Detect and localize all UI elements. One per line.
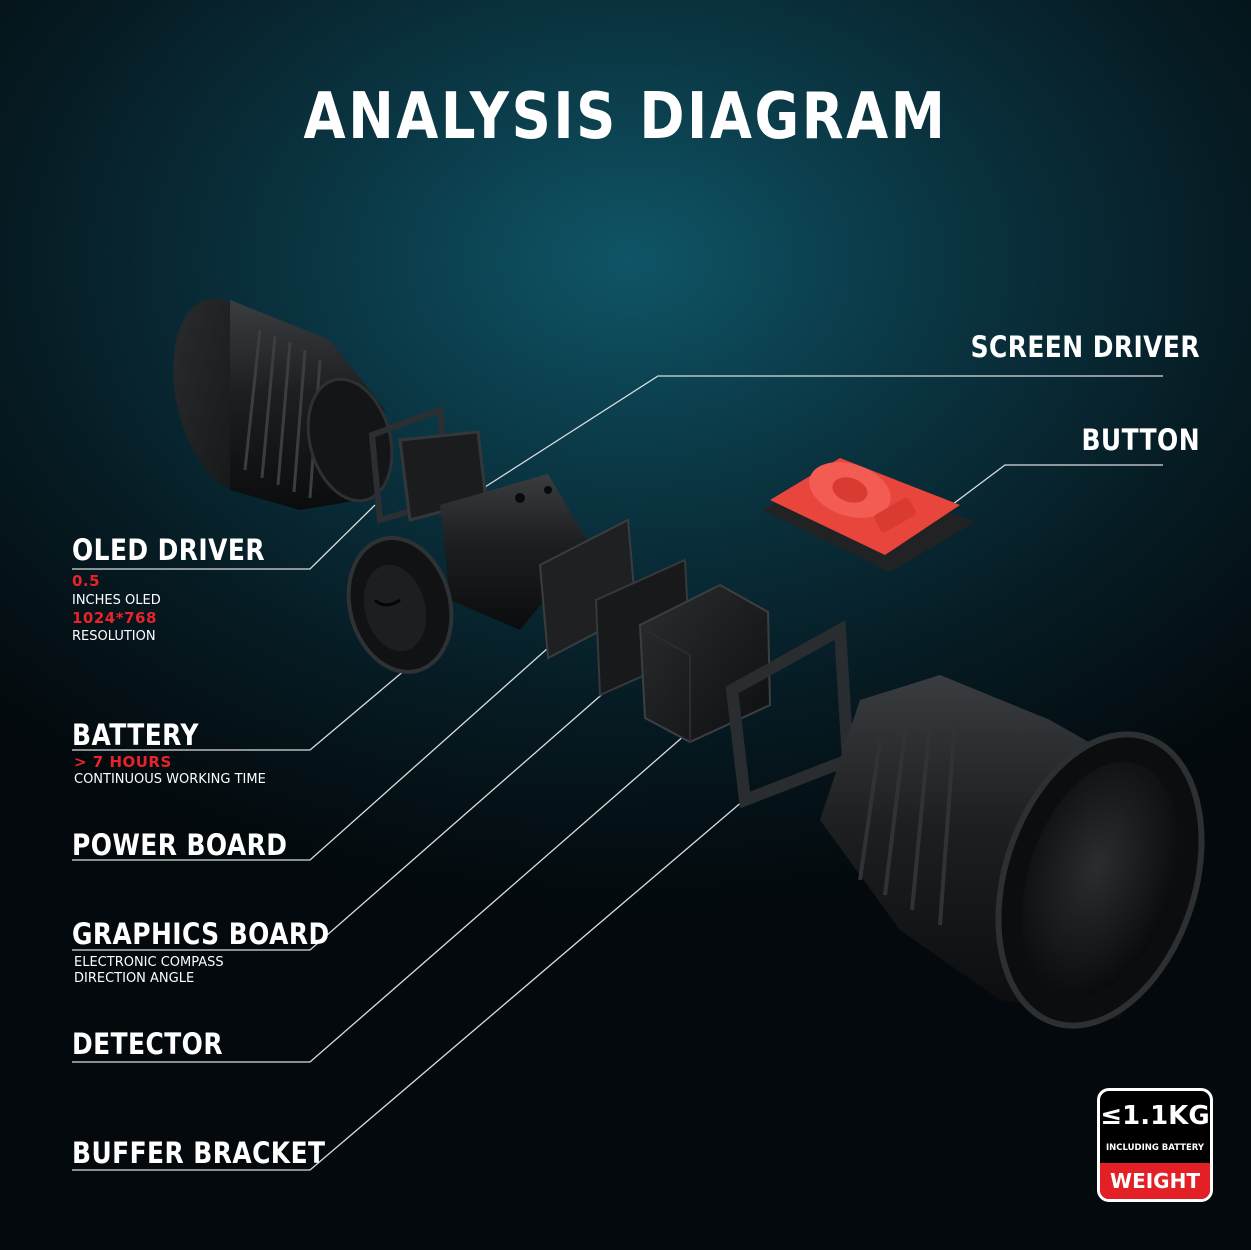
button-pad-icon [762,458,975,572]
label-graphics-board: GRAPHICS BOARD [72,917,330,951]
body-tube-icon [346,474,590,674]
battery-text: CONTINUOUS WORKING TIME [74,772,266,787]
screen-driver-line [484,375,1163,488]
oled-driver-line [72,504,376,570]
battery-hours: > 7 HOURS [74,753,172,771]
graphics-board-line [72,689,608,951]
label-detector: DETECTOR [72,1027,223,1061]
weight-badge: ≤1.1KG INCLUDING BATTERY WEIGHT [1097,1088,1213,1202]
graphics-info-line1: ELECTRONIC COMPASS [74,955,224,970]
objective-lens-icon [820,675,1205,1029]
label-button: BUTTON [1081,423,1200,457]
oled-resolution-value: 1024*768 [72,609,157,627]
label-oled-driver: OLED DRIVER [72,533,265,567]
buffer-bracket-line [72,794,751,1171]
label-power-board: POWER BOARD [72,828,288,862]
detector-line [72,734,686,1063]
label-battery: BATTERY [72,718,199,752]
eyepiece-icon [173,298,394,510]
graphics-info-line2: DIRECTION ANGLE [74,971,195,986]
battery-line [72,669,406,751]
oled-size-text: INCHES OLED [72,593,161,608]
button-line [944,464,1163,511]
label-buffer-bracket: BUFFER BRACKET [72,1136,326,1170]
weight-value: ≤1.1KG [1100,1101,1210,1131]
weight-footer: WEIGHT [1100,1163,1210,1199]
weight-including: INCLUDING BATTERY [1105,1143,1205,1153]
power-board-line [72,647,549,861]
label-screen-driver: SCREEN DRIVER [970,330,1200,364]
oled-size-value: 0.5 [72,572,101,590]
oled-resolution-text: RESOLUTION [72,629,156,644]
page-title: ANALYSIS DIAGRAM [303,80,948,154]
